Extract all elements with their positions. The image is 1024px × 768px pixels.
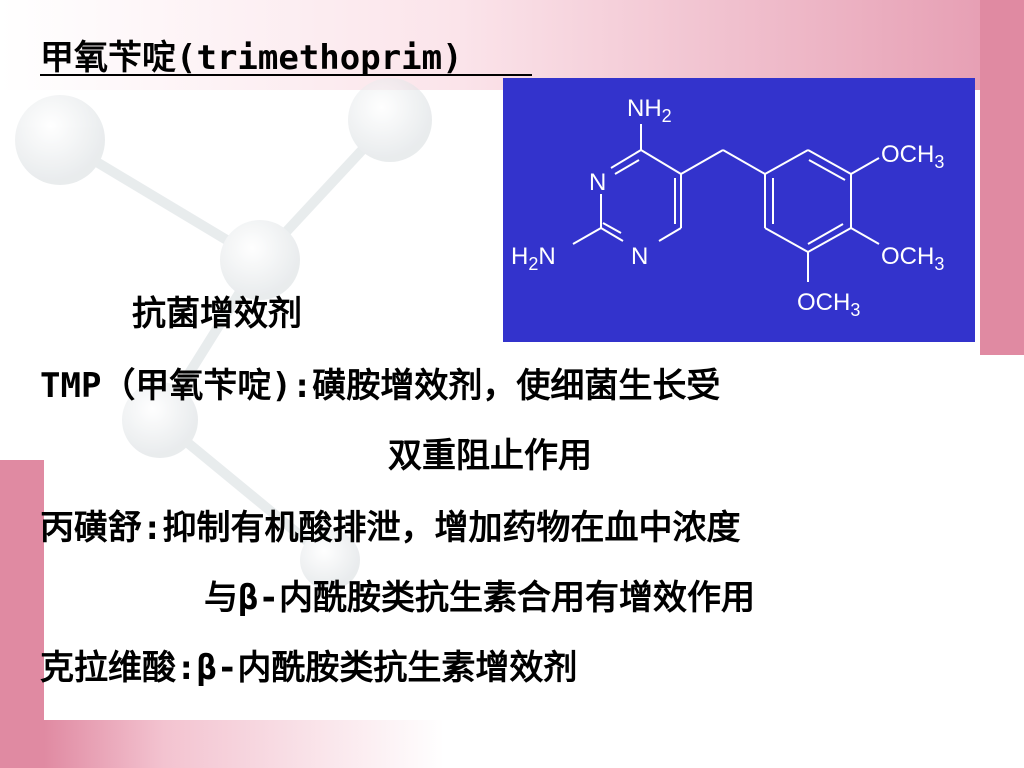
atom-labels: NH2 N N H2N OCH3 OCH3 OCH3 [511, 95, 944, 320]
och3-label-3: OCH3 [797, 289, 860, 320]
ring-n-top-label: N [589, 169, 606, 196]
nh2-top-label: NH2 [627, 95, 672, 126]
title-underline [40, 74, 532, 76]
text-line-tmp: TMP（甲氧苄啶):磺胺增效剂，使细菌生长受 [40, 366, 721, 406]
h2n-left-label: H2N [511, 243, 556, 274]
text-line-probenecid-continued: 与β-内酰胺类抗生素合用有增效作用 [204, 578, 755, 618]
slide-title: 甲氧苄啶(trimethoprim) [40, 38, 463, 78]
och3-label-2: OCH3 [881, 243, 944, 274]
bond-lines [572, 124, 880, 282]
och3-label-1: OCH3 [881, 141, 944, 172]
subtitle-antibacterial-synergist: 抗菌增效剂 [132, 294, 302, 334]
ring-n-bottom-label: N [631, 243, 648, 270]
trimethoprim-structure-diagram: NH2 N N H2N OCH3 OCH3 OCH3 [503, 78, 975, 342]
molecule-decoration [15, 78, 432, 590]
text-line-tmp-continued: 双重阻止作用 [388, 436, 592, 476]
text-line-probenecid: 丙磺舒:抑制有机酸排泄，增加药物在血中浓度 [40, 508, 741, 548]
text-line-clavulanic-acid: 克拉维酸:β-内酰胺类抗生素增效剂 [40, 648, 578, 688]
structure-svg: NH2 N N H2N OCH3 OCH3 OCH3 [511, 95, 944, 320]
